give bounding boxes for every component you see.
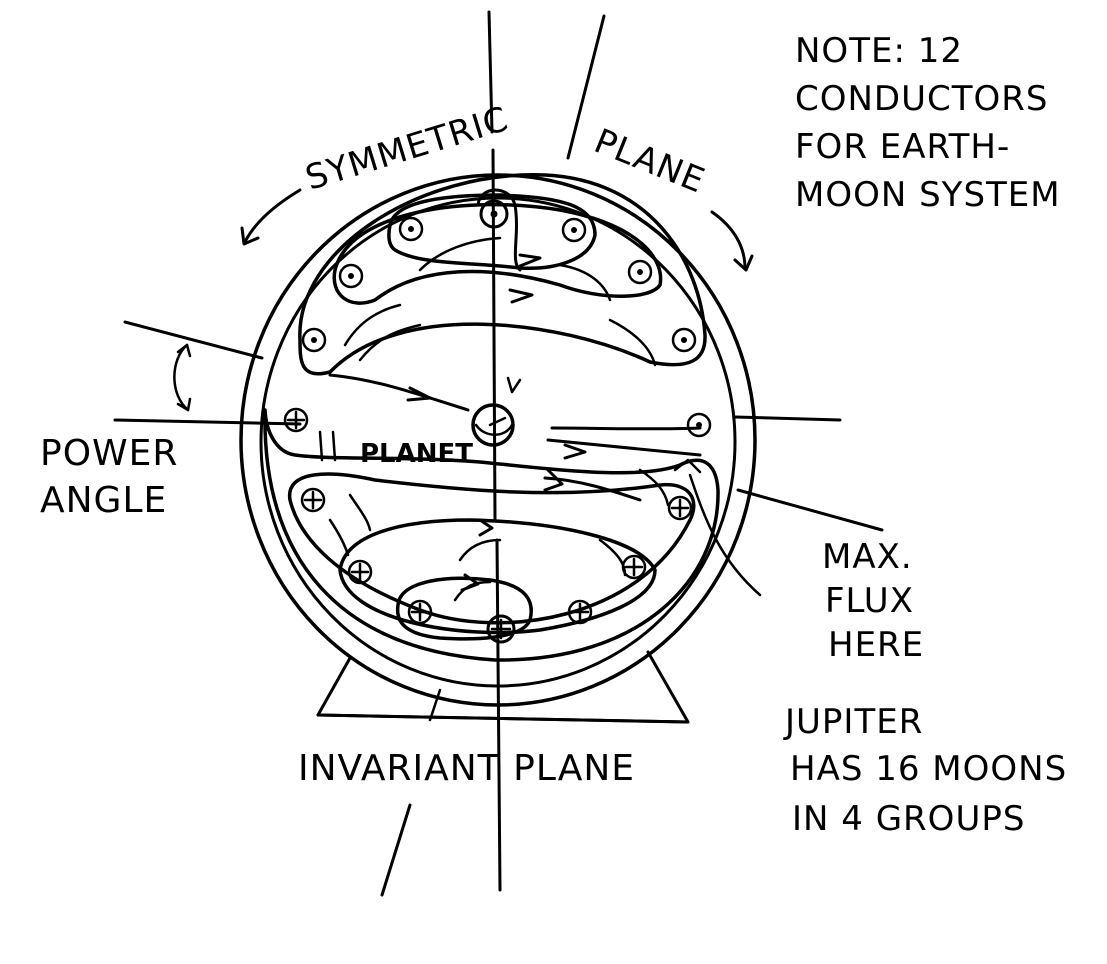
note-line-3: FOR EARTH- — [795, 127, 1010, 167]
cross-conductors — [283, 407, 693, 644]
conductor-cross-icon — [667, 495, 693, 521]
jupiter-line-1: JUPITER — [783, 702, 923, 742]
jupiter-line-3: IN 4 GROUPS — [792, 799, 1025, 839]
conductor-cross-icon — [407, 599, 433, 625]
stator-outer-rings — [239, 173, 757, 707]
note-line-2: CONDUCTORS — [795, 79, 1048, 119]
dot-conductors — [301, 199, 712, 438]
upper-coil-group — [298, 173, 707, 376]
conductor-cross-icon — [347, 559, 373, 585]
note-line-1: NOTE: 12 — [795, 31, 963, 71]
invariant-plane-base — [316, 650, 690, 724]
conductor-dot-icon — [398, 216, 424, 242]
conductor-cross-icon — [300, 487, 326, 513]
planet-label: PLANET — [360, 439, 473, 469]
power-label: POWER — [40, 433, 178, 474]
flux-label: FLUX — [825, 581, 914, 621]
max-label: MAX. — [822, 537, 913, 577]
rotation-arrows — [240, 188, 754, 272]
conductor-dot-icon — [479, 199, 509, 229]
note-block: NOTE: 12 CONDUCTORS FOR EARTH- MOON SYST… — [795, 31, 1061, 215]
lower-coil-group — [263, 408, 720, 662]
conductor-cross-icon — [486, 614, 516, 644]
angle-label: ANGLE — [40, 480, 167, 521]
symmetric-label: SYMMETRIC — [301, 99, 513, 199]
conductor-cross-icon — [283, 407, 309, 433]
conductor-cross-icon — [621, 554, 647, 580]
invariant-plane-label: INVARIANT PLANE — [298, 748, 635, 789]
note-line-4: MOON SYSTEM — [795, 175, 1061, 215]
flux-lines — [318, 236, 670, 602]
planet-rotor — [471, 376, 522, 447]
conductor-dot-icon — [671, 327, 697, 353]
conductor-dot-icon — [338, 263, 364, 289]
here-label: HERE — [828, 625, 924, 665]
conductor-dot-icon — [627, 259, 653, 285]
power-angle-lines — [113, 320, 884, 532]
conductor-cross-icon — [567, 599, 593, 625]
jupiter-line-2: HAS 16 MOONS — [790, 749, 1067, 789]
conductor-dot-icon — [301, 327, 327, 353]
conductor-dot-icon — [686, 412, 712, 438]
conductor-dot-icon — [561, 217, 587, 243]
jupiter-block: JUPITER HAS 16 MOONS IN 4 GROUPS — [783, 702, 1067, 839]
flux-arrows — [328, 253, 762, 597]
